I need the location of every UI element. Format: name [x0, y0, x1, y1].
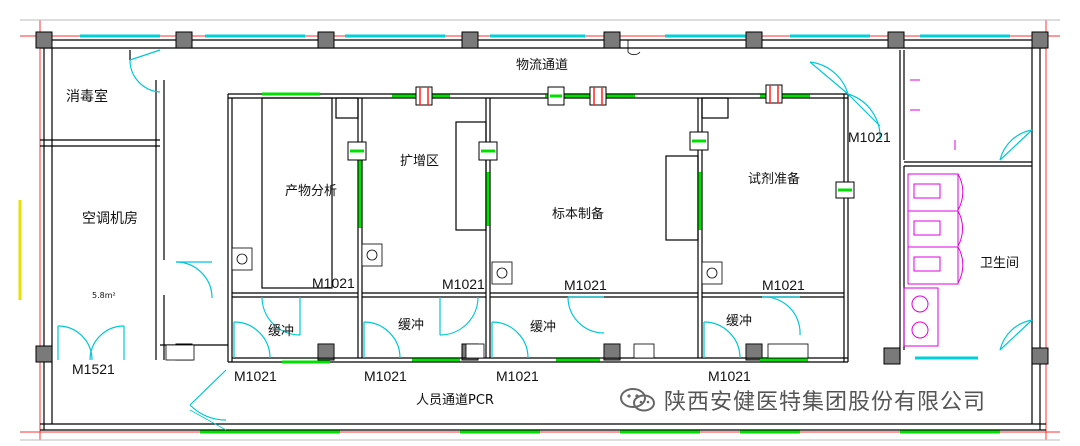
label-buffer-3: 缓冲 — [530, 320, 557, 335]
columns — [35, 31, 1049, 365]
misc-lines — [189, 40, 641, 431]
outer-windows — [18, 34, 1010, 434]
label-product-analysis: 产物分析 — [285, 184, 338, 199]
label-buffer-1: 缓冲 — [268, 324, 295, 339]
door-tag-m1021-specimen: M1021 — [564, 277, 607, 293]
buffer-units — [165, 343, 809, 361]
watermark: 陕西安健医特集团股份有限公司 — [618, 384, 986, 416]
door-tag-m1021-right: M1021 — [848, 129, 891, 145]
door-tag-m1021-buffer3: M1021 — [496, 368, 539, 384]
wechat-icon — [620, 388, 655, 412]
label-specimen-prep: 标本制备 — [552, 207, 605, 222]
door-tag-m1021-reagent: M1021 — [762, 277, 805, 293]
label-disinfection-room: 消毒室 — [66, 89, 108, 105]
door-swings — [57, 49, 1033, 421]
label-logistics-corridor: 物流通道 — [516, 58, 569, 73]
label-ac-room-area: 5.8m² — [92, 291, 116, 300]
door-tag-m1021-buffer4: M1021 — [708, 368, 751, 384]
door-tag-m1521: M1521 — [72, 361, 115, 377]
restroom-fixtures — [903, 79, 964, 347]
label-restroom: 卫生间 — [980, 256, 1020, 271]
interior-walls — [40, 50, 1032, 363]
door-tag-m1021-buffer2: M1021 — [364, 368, 407, 384]
label-staff-corridor: 人员通道PCR — [416, 393, 494, 408]
watermark-text: 陕西安健医特集团股份有限公司 — [664, 390, 987, 415]
sinks — [231, 243, 723, 285]
label-buffer-4: 缓冲 — [726, 314, 753, 329]
label-ac-room: 空调机房 — [82, 211, 138, 227]
label-reagent-prep: 试剂准备 — [748, 172, 801, 187]
door-tag-m1021-analysis: M1021 — [312, 275, 355, 291]
label-amplification: 扩增区 — [400, 154, 440, 169]
pass-box-marks — [419, 85, 779, 105]
interior-windows — [262, 92, 978, 364]
door-tag-m1021-buffer1: M1021 — [234, 368, 277, 384]
pass-box-green — [350, 94, 852, 192]
label-buffer-2: 缓冲 — [398, 318, 425, 333]
door-tag-m1021-amplification: M1021 — [442, 276, 485, 292]
